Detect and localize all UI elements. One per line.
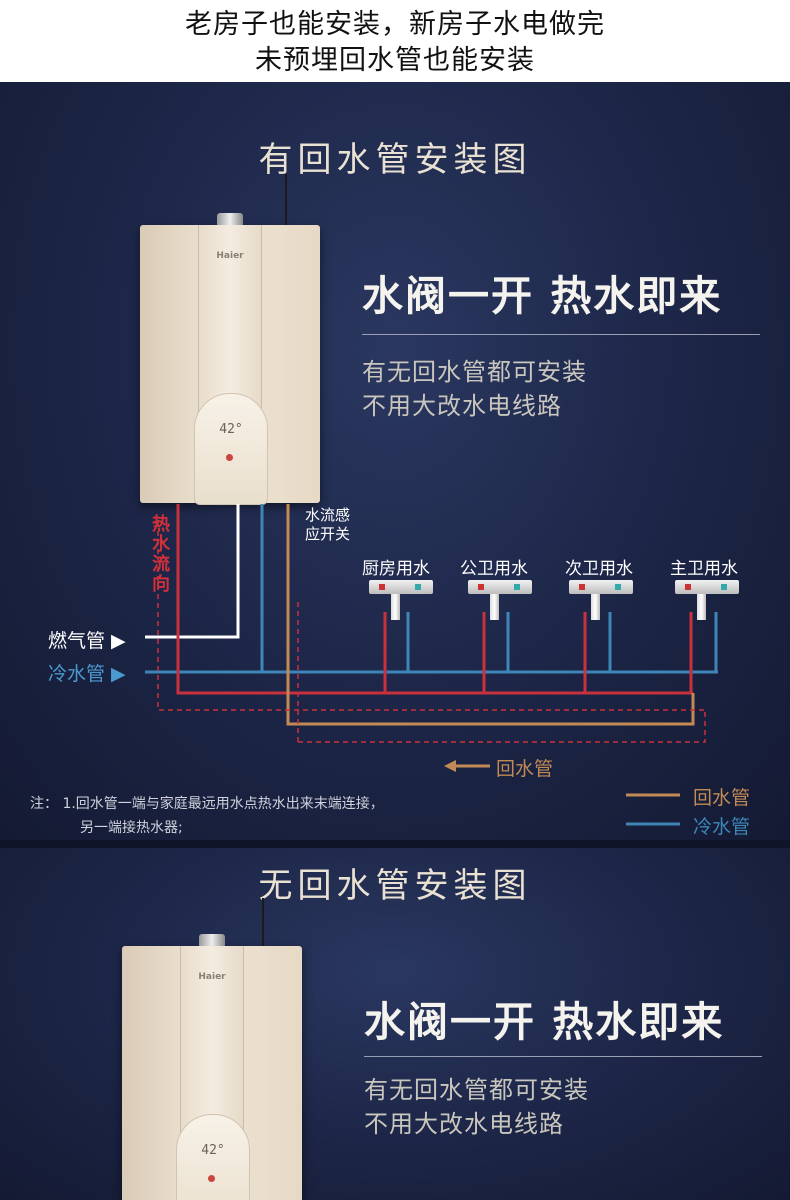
slogan-divider (362, 334, 760, 335)
flow-switch-label: 水流感 应开关 (305, 506, 350, 544)
heater-display-panel: 42° (194, 393, 268, 505)
fixture-label-master-bath: 主卫用水 (670, 559, 738, 579)
hot-pipe-main (176, 504, 693, 695)
panel-title: 无回水管安装图 (258, 866, 532, 906)
cold-pipe-label: 冷水管 ▶ (48, 663, 126, 685)
power-cable (262, 898, 264, 948)
slogan: 水阀一开 热水即来 (364, 998, 725, 1046)
return-flow-dashed (298, 712, 706, 743)
fixture-label-public-bath: 公卫用水 (460, 559, 528, 579)
subtitle-2: 不用大改水电线路 (364, 1110, 564, 1138)
fixture-branches (383, 612, 718, 693)
subtitle-1: 有无回水管都可安装 (364, 1076, 589, 1104)
flue-pipe (217, 213, 243, 227)
flow-switch-label-line-2: 应开关 (305, 525, 351, 543)
heater-display-digits: 42° (219, 422, 243, 437)
water-heater-image: Haier 42° (122, 934, 302, 1200)
flue-pipe (199, 934, 225, 948)
return-arrow-head (444, 760, 456, 772)
hot-flow-label: 热水流向 (149, 514, 170, 594)
legend-cold-label: 冷水管 (693, 816, 751, 838)
pipe-diagram (145, 504, 718, 826)
gas-pipe-line (145, 504, 240, 639)
fixture-label-kitchen: 厨房用水 (362, 559, 430, 579)
without-return-pipe-panel: 无回水管安装图 Haier 42° 水阀一开 热水即来 有无回水管都可安装 不用… (0, 848, 790, 1200)
with-return-pipe-panel: 有回水管安装图 Haier 42° 水阀一开 热水即来 有无回水管都可安装 不用… (0, 82, 790, 840)
install-note: 注： 1.回水管一端与家庭最远用水点热水出来末端连接， 另一端接热水器; (30, 792, 384, 840)
fixture-label-second-bath: 次卫用水 (565, 559, 633, 579)
power-indicator-icon (226, 454, 233, 461)
faucet-master-bath-icon (675, 580, 739, 620)
power-indicator-icon (208, 1175, 215, 1182)
heater-logo: Haier (216, 251, 244, 261)
slogan: 水阀一开 热水即来 (362, 272, 723, 320)
faucet-public-bath-icon (468, 580, 532, 620)
subtitle-1: 有无回水管都可安装 (362, 358, 587, 386)
faucet-kitchen-icon (369, 580, 433, 620)
legend-return-label: 回水管 (693, 787, 751, 809)
slogan-divider (364, 1056, 762, 1057)
return-pipe-line (286, 504, 695, 726)
note-line-2: 另一端接热水器; (80, 820, 183, 836)
section-divider (0, 840, 790, 848)
water-heater-image: Haier 42° (140, 213, 320, 505)
note-line-1: 注： 1.回水管一端与家庭最远用水点热水出来末端连接， (30, 796, 384, 812)
return-pipe-label: 回水管 (496, 758, 554, 780)
flow-switch-label-line-1: 水流感 (305, 506, 351, 524)
heater-display-digits: 42° (201, 1143, 225, 1158)
top-banner: 老房子也能安装，新房子水电做完 未预埋回水管也能安装 (0, 0, 790, 82)
power-cable (285, 174, 287, 234)
faucet-second-bath-icon (569, 580, 633, 620)
hot-flow-dashed (157, 522, 705, 711)
panel-title: 有回水管安装图 (258, 140, 532, 180)
banner-line-1: 老房子也能安装，新房子水电做完 (185, 9, 605, 40)
gas-pipe-label: 燃气管 ▶ (48, 630, 126, 652)
heater-display-panel: 42° (176, 1114, 250, 1200)
banner-line-2: 未预埋回水管也能安装 (255, 45, 535, 76)
subtitle-2: 不用大改水电线路 (362, 392, 562, 420)
heater-logo: Haier (198, 972, 226, 982)
